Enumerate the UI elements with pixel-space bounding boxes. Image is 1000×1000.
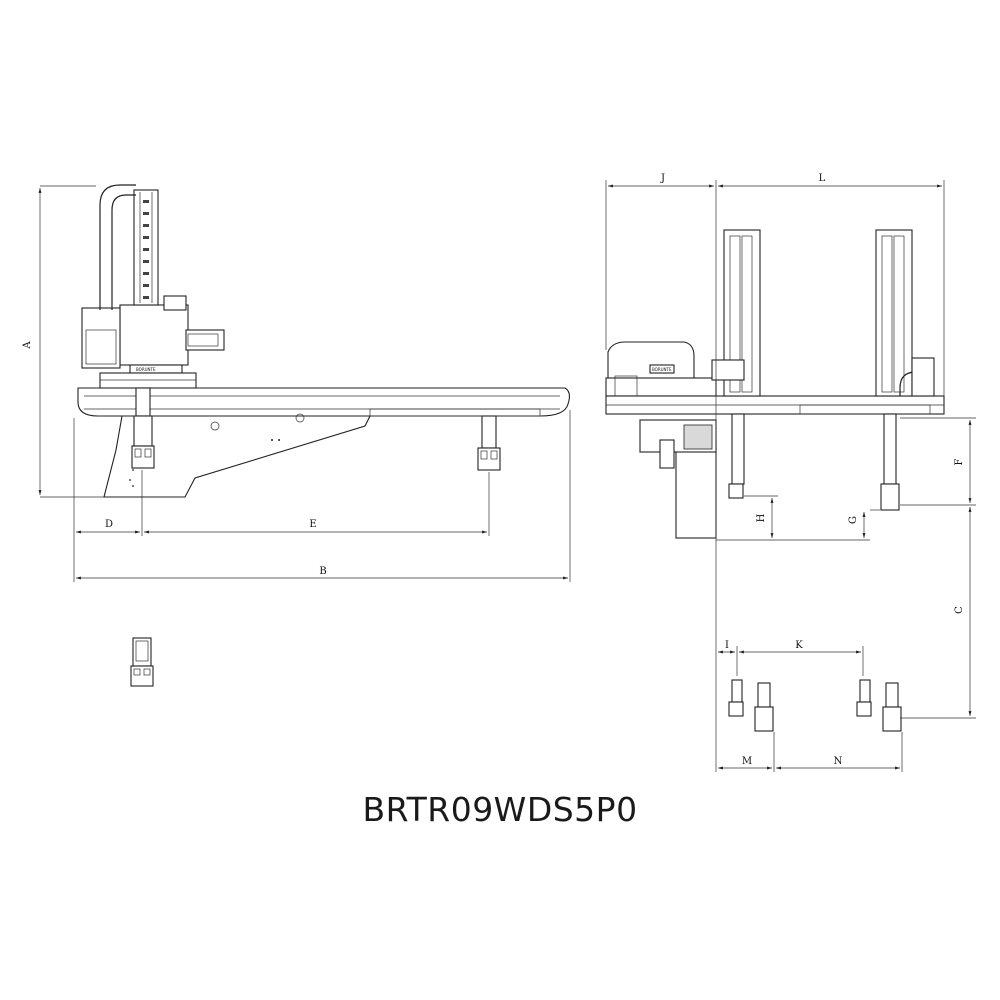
arm-tick <box>143 248 149 251</box>
side-view: BORUNTE <box>77 184 571 498</box>
arm-tick <box>143 212 149 215</box>
dim-label-m: M <box>742 756 752 767</box>
arm-tick <box>143 284 149 287</box>
bottom-grippers <box>728 679 902 732</box>
arm-tick <box>143 200 149 203</box>
front-view-logo: BORUNTE <box>652 367 672 372</box>
dim-label-d: D <box>105 519 113 530</box>
dim-label-i: I <box>725 640 729 651</box>
dim-label-n: N <box>834 756 843 767</box>
dim-label-k: K <box>795 640 803 651</box>
arm-tick <box>143 272 149 275</box>
dim-label-f: F <box>954 458 965 465</box>
dim-label-j: J <box>660 173 665 184</box>
dim-label-b: B <box>319 566 326 577</box>
dim-label-c: C <box>954 606 965 614</box>
arm-tick <box>143 224 149 227</box>
dimension-labels: A D E B J L F C H G I K M N <box>22 173 965 767</box>
dim-label-l: L <box>819 173 826 184</box>
dim-label-e: E <box>309 519 316 530</box>
dim-label-h: H <box>756 513 767 522</box>
model-title: BRTR09WDS5P0 <box>362 790 638 829</box>
dimension-lines <box>38 180 976 772</box>
dim-label-a: A <box>22 341 33 350</box>
arm-tick <box>143 296 149 299</box>
arm-tick <box>143 260 149 263</box>
side-view-logo: BORUNTE <box>136 367 156 372</box>
arm-tick <box>143 236 149 239</box>
dim-label-g: G <box>848 516 859 524</box>
detached-gripper <box>130 637 154 687</box>
front-view: BORUNTE <box>605 229 945 539</box>
